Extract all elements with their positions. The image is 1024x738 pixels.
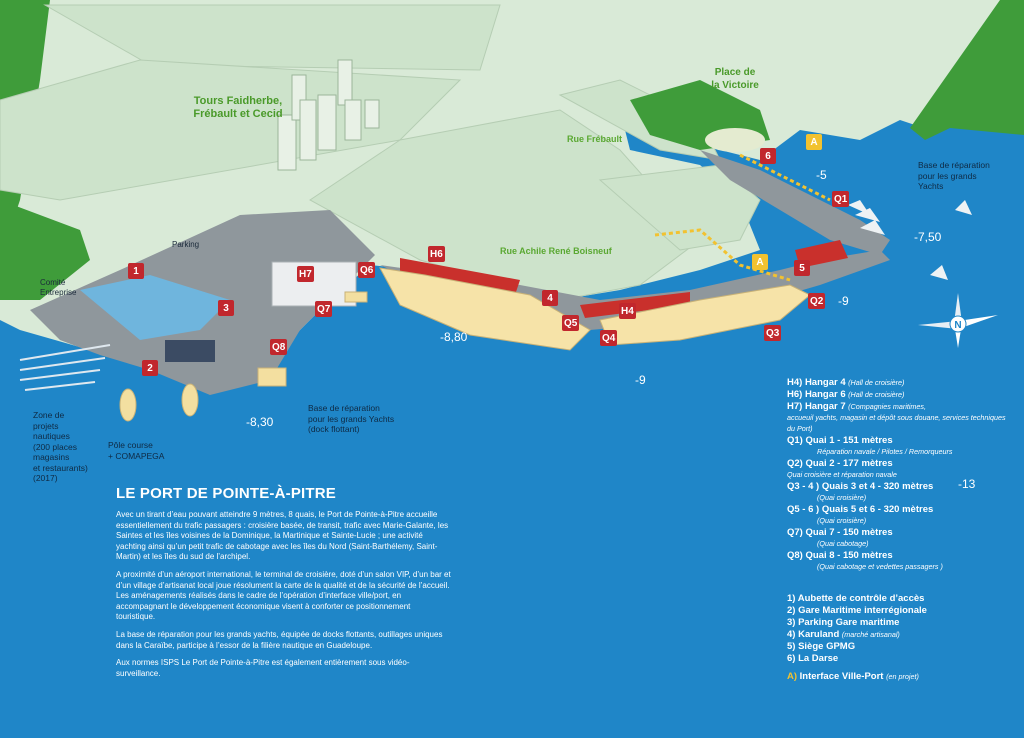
base-yachts-label: Base de réparation pour les grands Yacht… xyxy=(918,160,990,191)
yachts xyxy=(848,200,972,280)
marker-q5[interactable]: Q5 xyxy=(562,315,580,331)
legend-numbered-item: 4) Karuland (marché artisanal) xyxy=(787,629,900,640)
marker-q4[interactable]: Q4 xyxy=(600,330,618,346)
marker-6[interactable]: 6 xyxy=(760,148,776,164)
pole-course-label: Pôle course + COMAPEGA xyxy=(108,440,165,461)
compass-rose-icon: N xyxy=(918,293,998,348)
legend-quais: H4) Hangar 4 (Hall de croisière) H6) Han… xyxy=(787,377,1012,573)
quay-east xyxy=(700,150,890,255)
info-paragraph: Aux normes ISPS Le Port de Pointe-à-Pitr… xyxy=(116,658,410,678)
depth-label: -5 xyxy=(816,168,827,182)
place-victoire-label: Place de la Victoire xyxy=(711,67,759,91)
legend-interface-item: A) Interface Ville-Port (en projet) xyxy=(787,671,919,682)
marker-5[interactable]: 5 xyxy=(794,260,810,276)
comite-label: Comité Entreprise xyxy=(40,278,77,297)
info-paragraph: La base de réparation pour les grands ya… xyxy=(116,629,443,650)
marker-h4[interactable]: H4 xyxy=(619,303,636,319)
cruise-ship-west xyxy=(379,267,591,351)
greenery-lower xyxy=(0,200,90,300)
svg-text:N: N xyxy=(954,320,961,331)
info-paragraph: Avec un tirant d’eau pouvant atteindre 9… xyxy=(116,510,449,562)
legend-item: Q7) Quai 7 - 150 mètres(Quai cabotage) xyxy=(787,527,893,548)
legend-numbered-item: 2) Gare Maritime interrégionale xyxy=(787,605,927,616)
parking-label: Parking xyxy=(172,240,200,249)
depth-label: -9 xyxy=(635,373,646,387)
small-boats xyxy=(119,291,368,422)
gare-maritime-roof xyxy=(165,340,215,362)
marker-q2[interactable]: Q2 xyxy=(808,293,826,309)
legend-item: H4) Hangar 4 (Hall de croisière) xyxy=(787,377,905,388)
towers-label: Tours Faidherbe, Frébault et Cecid xyxy=(193,95,283,120)
marina-pontoons xyxy=(19,344,111,391)
info-paragraph: A proximité d’un aéroport international,… xyxy=(116,569,451,622)
marker-h7[interactable]: H7 xyxy=(297,266,314,282)
depth-label: -7,50 xyxy=(914,230,942,244)
marker-q1[interactable]: Q1 xyxy=(832,191,850,207)
info-title: LE PORT DE POINTE-À-PITRE xyxy=(116,485,337,502)
zone-projets-label: Zone de projets nautiques (200 places ma… xyxy=(33,410,88,483)
depth-label: -9 xyxy=(838,294,849,308)
legend-numbered: 1) Aubette de contrôle d’accès 2) Gare M… xyxy=(787,593,1012,683)
depth-label: -13 xyxy=(958,477,976,491)
interface-line-1 xyxy=(654,228,791,282)
marker-q6[interactable]: Q6 xyxy=(358,262,376,278)
legend-numbered-item: 6) La Darse xyxy=(787,653,839,664)
legend-numbered-item: 3) Parking Gare maritime xyxy=(787,617,900,628)
depth-label: -8,30 xyxy=(246,415,274,429)
marker-interface-a[interactable]: A xyxy=(806,134,822,150)
marker-interface-a[interactable]: A xyxy=(752,254,768,270)
legend-item: H6) Hangar 6 (Hall de croisière) xyxy=(787,389,905,400)
hangar-7-building xyxy=(271,261,357,307)
info-body: Avec un tirant d’eau pouvant atteindre 9… xyxy=(116,510,451,686)
rue-boisneuf-label: Rue Achile René Boisneuf xyxy=(500,246,612,256)
rue-frebault-label: Rue Frébault xyxy=(567,134,623,144)
towers xyxy=(277,59,380,171)
marker-q8[interactable]: Q8 xyxy=(270,339,288,355)
cruise-ship-east xyxy=(599,284,811,346)
marker-2[interactable]: 2 xyxy=(142,360,158,376)
marker-3[interactable]: 3 xyxy=(218,300,234,316)
marker-1[interactable]: 1 xyxy=(128,263,144,279)
legend-item: Q5 - 6 ) Quais 5 et 6 - 320 mètres(Quai … xyxy=(787,504,934,525)
base-flottant-label: Base de réparation pour les grands Yacht… xyxy=(308,403,395,434)
legend-item: H7) Hangar 7 (Compagnies maritimes,accue… xyxy=(787,401,1006,433)
hangar-6-roof xyxy=(400,258,520,295)
depth-label: -8,80 xyxy=(440,330,468,344)
marker-q3[interactable]: Q3 xyxy=(764,325,782,341)
marker-h6[interactable]: H6 xyxy=(428,246,445,262)
marker-4[interactable]: 4 xyxy=(542,290,558,306)
park-plaza xyxy=(705,128,765,152)
legend-item: Q8) Quai 8 - 150 mètres(Quai cabotage et… xyxy=(787,550,943,571)
legend-numbered-item: 1) Aubette de contrôle d’accès xyxy=(787,593,925,604)
inner-basin xyxy=(80,275,230,340)
interface-line-2 xyxy=(739,153,831,202)
greenery-right xyxy=(910,0,1024,140)
legend-numbered-item: 5) Siège GPMG xyxy=(787,641,856,652)
marker-q7[interactable]: Q7 xyxy=(315,301,333,317)
legend-item: Q3 - 4 ) Quais 3 et 4 - 320 mètres(Quai … xyxy=(787,481,934,502)
